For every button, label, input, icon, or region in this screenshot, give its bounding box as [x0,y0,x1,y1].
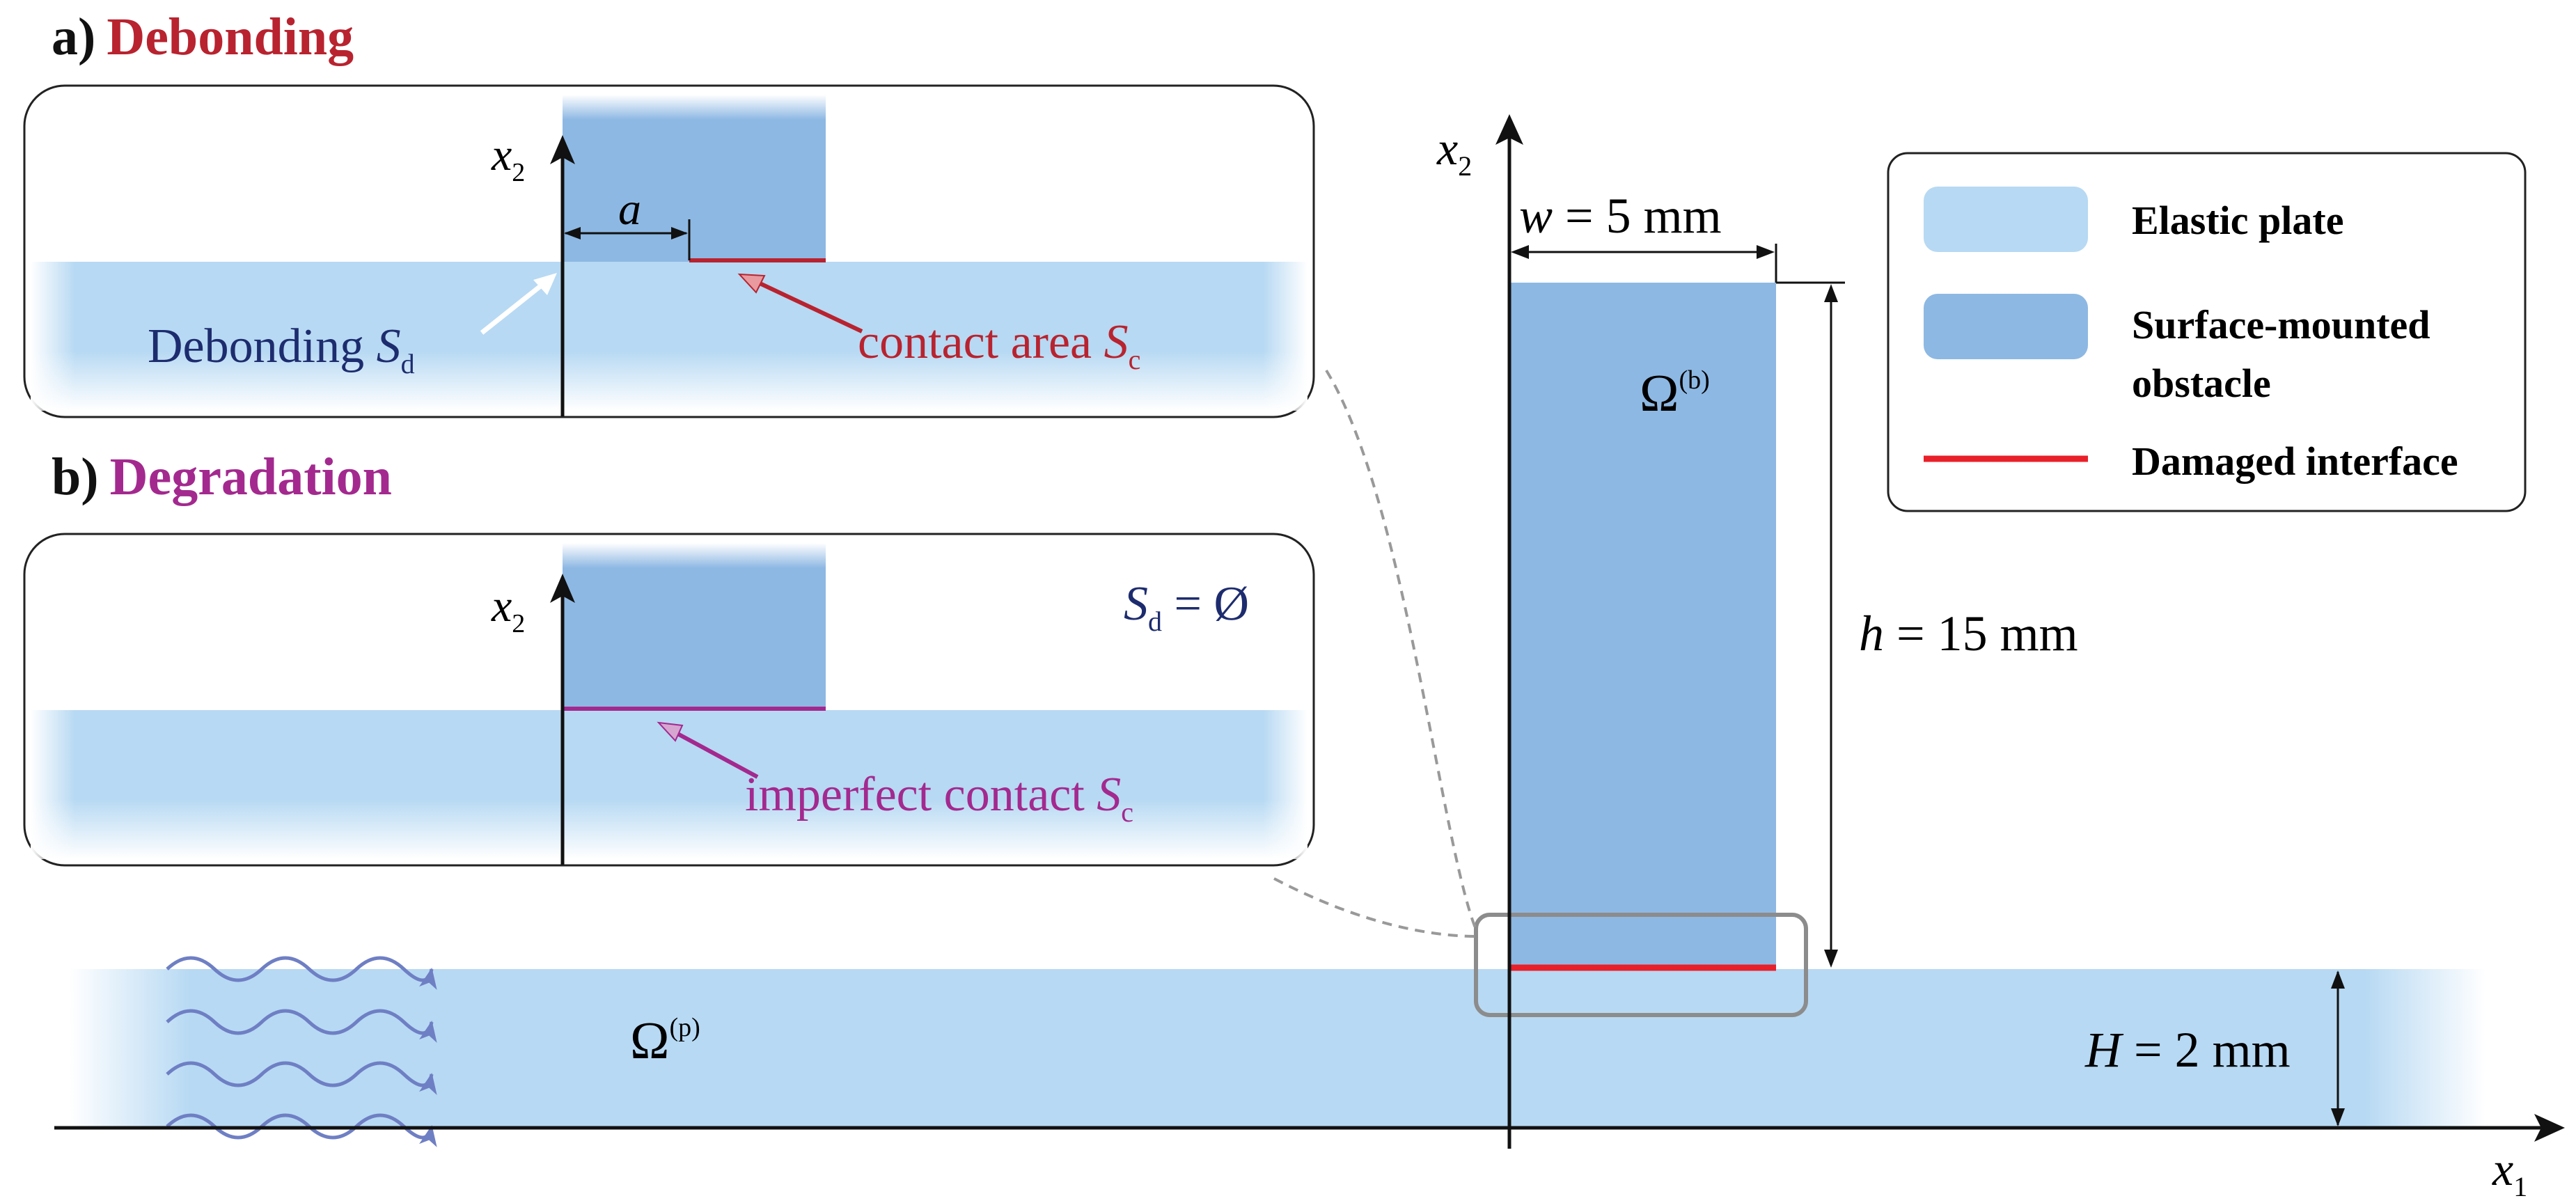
panel-b-title: b)Degradation [52,448,392,506]
panel-b-content [31,543,1307,865]
connector-b [1273,877,1478,938]
connector-a [1325,369,1479,934]
x2-axis-label: x2 [1436,122,1472,182]
obstacle-domain-label: Ω(b) [1640,364,1710,423]
legend-swatch-obstacle [1924,294,2088,359]
panel-a-content [31,95,1307,416]
x1-axis-label: x1 [2492,1142,2527,1202]
panel-a-debond-arrow [480,279,549,335]
panel-b-contact-label: imperfect contact Sc [745,768,1133,828]
surface-mounted-obstacle [1509,283,1776,969]
legend-swatch-plate [1924,187,2088,252]
panel-b-x2-label: x2 [491,581,525,638]
elastic-plate [70,969,2485,1128]
panel-a-debond-label: Debonding Sd [148,320,415,379]
panel-a-gap-label: a [618,184,641,235]
panel-a-title: a)Debonding [52,8,354,66]
panel-a-x2-label: x2 [491,129,525,187]
wave-1 [166,956,437,990]
legend-label-damage: Damaged interface [2132,439,2458,484]
width-label: w = 5 mm [1519,188,1722,244]
legend-label-obstacle-1: Surface-mounted [2132,302,2430,347]
panel-a-contact-label: contact area Sc [858,315,1140,375]
panel-b-sd-label: Sd = Ø [1124,577,1249,637]
panel-a-contact-arrow [754,279,863,333]
plate-domain-label: Ω(p) [630,1012,700,1070]
zoom-box [1474,913,1808,1017]
thickness-label: H = 2 mm [2084,1022,2291,1078]
wave-3 [166,1061,437,1095]
wave-2 [166,1009,437,1043]
height-label: h = 15 mm [1859,606,2078,661]
legend-label-plate: Elastic plate [2132,198,2343,243]
panel-b-contact-arrow [671,729,759,779]
legend-label-obstacle-2: obstacle [2132,361,2271,406]
